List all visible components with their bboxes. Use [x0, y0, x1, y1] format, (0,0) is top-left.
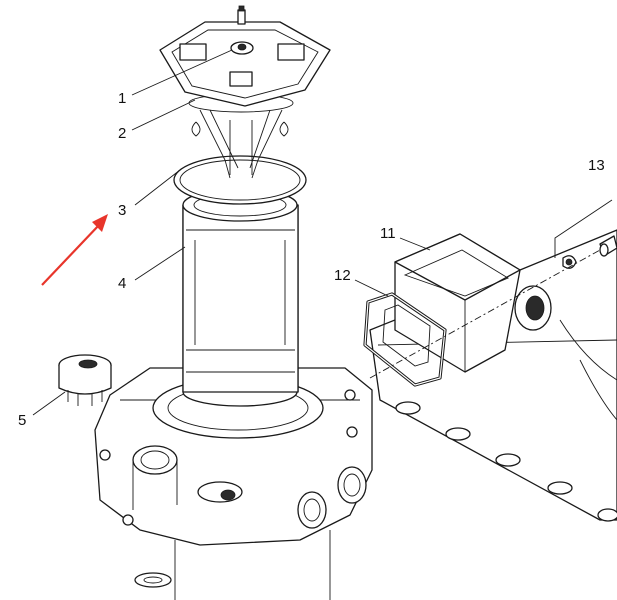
callout-labels: 1 2 3 4 5 11 12 13 [18, 90, 605, 429]
manifold [369, 229, 617, 522]
callout-3: 3 [118, 202, 126, 219]
fastener-set [562, 235, 617, 269]
callout-13: 13 [588, 157, 605, 174]
cap [58, 354, 112, 406]
callout-2: 2 [118, 125, 126, 142]
callout-12: 12 [334, 267, 351, 284]
spring-bracket [188, 93, 294, 179]
filter-cartridge [182, 188, 299, 407]
red-pointer-arrow-icon [41, 214, 108, 286]
callout-5: 5 [18, 412, 26, 429]
o-ring [173, 155, 307, 205]
gasket [363, 292, 447, 387]
leader-lines [32, 49, 613, 416]
outlet-row [395, 401, 617, 522]
cover-block [394, 233, 521, 373]
cover-plate [159, 5, 331, 107]
callout-4: 4 [118, 275, 126, 292]
callout-11: 11 [380, 225, 396, 242]
callout-1: 1 [118, 90, 126, 107]
assembly-axis [369, 249, 601, 379]
